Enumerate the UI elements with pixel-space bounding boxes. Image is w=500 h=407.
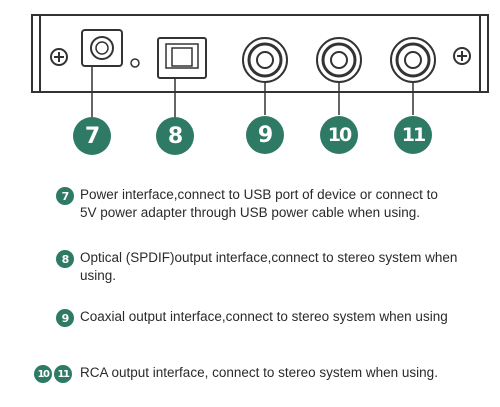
- callout-9-badge: 9: [246, 116, 284, 154]
- item-7-line-2: 5V power adapter through USB power cable…: [80, 205, 420, 220]
- callout-7-badge: 7: [73, 117, 111, 155]
- item-10-11-line-1: RCA output interface, connect to stereo …: [80, 365, 438, 380]
- item-8-line-1: Optical (SPDIF)output interface,connect …: [80, 250, 458, 265]
- device-back-panel: 7 8 9 10 11: [0, 0, 500, 175]
- item-9-line-1: Coaxial output interface,connect to ster…: [80, 309, 448, 324]
- device-panel-drawing: [31, 14, 489, 118]
- item-10-badge: 10: [34, 365, 52, 383]
- item-11-badge: 11: [54, 365, 72, 383]
- item-9-badge: 9: [56, 309, 74, 327]
- leader-lines: [91, 66, 414, 118]
- rca-port-11-icon: [390, 37, 436, 83]
- indicator-hole-icon: [130, 58, 140, 68]
- callout-11-badge: 11: [394, 116, 432, 154]
- rca-port-10-icon: [316, 37, 362, 83]
- right-screw-icon: [453, 47, 471, 65]
- power-jack-icon: [81, 29, 123, 67]
- item-7-badge: 7: [56, 187, 74, 205]
- callout-8-badge: 8: [156, 117, 194, 155]
- item-9-text: Coaxial output interface,connect to ster…: [80, 308, 448, 326]
- item-8-text: Optical (SPDIF)output interface,connect …: [80, 249, 457, 285]
- item-8-line-2: using.: [80, 268, 117, 283]
- item-10-11-text: RCA output interface, connect to stereo …: [80, 364, 438, 382]
- item-7-line-1: Power interface,connect to USB port of d…: [80, 187, 438, 202]
- left-screw-icon: [50, 48, 68, 66]
- callout-10-badge: 10: [320, 116, 358, 154]
- optical-port-icon: [157, 37, 207, 79]
- item-7-text: Power interface,connect to USB port of d…: [80, 186, 438, 222]
- item-8-badge: 8: [56, 250, 74, 268]
- coaxial-port-icon: [242, 37, 288, 83]
